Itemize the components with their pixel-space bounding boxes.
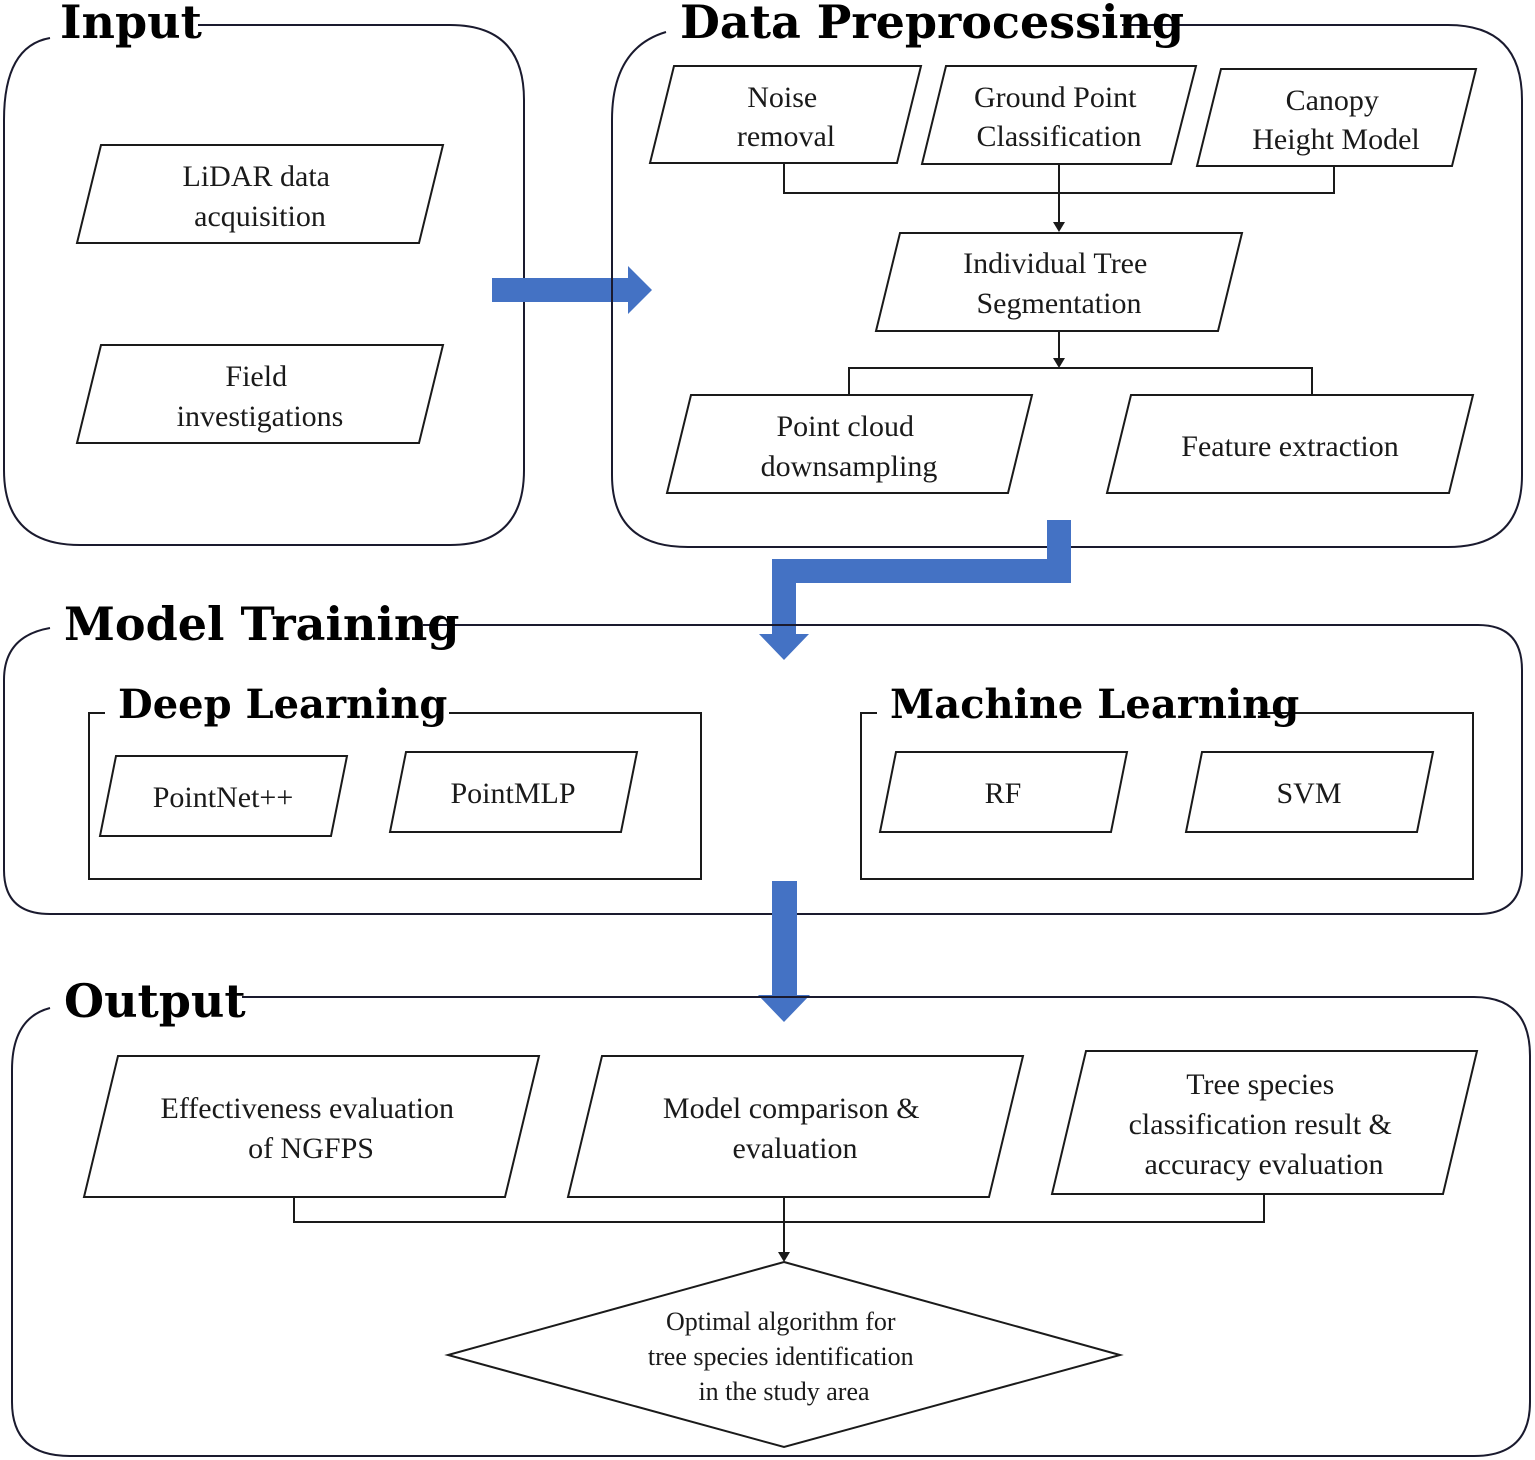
svg-text:Tree species classific: Tree species classification result & acc… [1129,1068,1400,1181]
canopy-line-2: Height Model [1252,123,1419,156]
to-segmentation-arrowhead [1053,222,1065,232]
training-title: Model Training [64,597,459,651]
svg-text:Ground Point Classific: Ground Point Classification [974,81,1144,153]
noise-line-2: removal [737,120,835,153]
segmentation-box: Individual Tree Segmentation [874,232,1244,332]
pointnet-box: PointNet++ [98,755,349,837]
downsampling-line-2: downsampling [761,450,938,483]
output-row-connector [293,1194,1265,1223]
svg-text:Optimal algorithm for: Optimal algorithm for tree species ident… [648,1307,920,1406]
from-segmentation-arrowhead [1053,358,1065,368]
species-result-box: Tree species classification result & acc… [1050,1050,1479,1195]
lidar-line-1: LiDAR data [183,160,330,193]
svg-text:Effectiveness evaluation: Effectiveness evaluation of NGFPS [161,1092,462,1165]
bottom-row-connector [848,367,1313,395]
canopy-height-box: Canopy Height Model [1195,68,1478,167]
svg-text:Field investigations: Field investigations [177,360,344,433]
svm-label: SVM [1276,777,1341,810]
feature-extraction-box: Feature extraction [1105,394,1475,494]
input-to-preprocessing-arrow [492,266,652,314]
svg-text:LiDAR data acquisition: LiDAR data acquisition [183,160,338,233]
training-to-output-arrow [758,881,810,1022]
preprocessing-to-training-arrow [759,520,1071,660]
training-section: Model Training Deep Learning PointNet++ … [3,597,1523,915]
canopy-line-1: Canopy [1286,84,1379,117]
comparison-line-1: Model comparison & [663,1092,920,1125]
optimal-line-1: Optimal algorithm for [666,1307,896,1336]
effectiveness-line-2: of NGFPS [248,1132,374,1165]
training-frame [3,624,1523,915]
ground-line-2: Classification [977,120,1142,153]
segmentation-line-2: Segmentation [977,287,1142,320]
species-line-2: classification result & [1129,1108,1392,1141]
pointnet-label: PointNet++ [153,781,294,814]
svg-text:Noise removal: Noise removal [737,81,835,153]
deep-learning-group: Deep Learning PointNet++ PointMLP [88,681,702,880]
input-title: Input [60,0,203,49]
model-comparison-box: Model comparison & evaluation [566,1055,1025,1198]
feature-extraction-label: Feature extraction [1181,430,1398,463]
optimal-line-2: tree species identification [648,1342,914,1371]
rf-label: RF [985,777,1022,810]
noise-removal-box: Noise removal [648,65,923,164]
output-title: Output [64,974,246,1028]
input-frame [3,24,525,546]
species-line-3: accuracy evaluation [1144,1148,1383,1181]
preprocessing-title: Data Preprocessing [680,0,1184,49]
segmentation-line-1: Individual Tree [963,247,1147,280]
svm-box: SVM [1184,751,1435,833]
optimal-algorithm-diamond: Optimal algorithm for tree species ident… [444,1260,1124,1449]
lidar-line-2: acquisition [194,200,326,233]
rf-box: RF [878,751,1129,833]
machine-learning-frame [860,712,1474,880]
preprocessing-section: Data Preprocessing Noise removal Ground … [611,0,1523,548]
field-box: Field investigations [75,344,445,444]
species-line-1: Tree species [1186,1068,1334,1101]
svg-text:Model comparison & eva: Model comparison & evaluation [663,1092,927,1165]
machine-learning-group: Machine Learning RF SVM [860,681,1474,880]
comparison-line-2: evaluation [733,1132,858,1165]
ground-line-1: Ground Point [974,81,1137,114]
field-line-2: investigations [177,400,344,433]
effectiveness-box: Effectiveness evaluation of NGFPS [82,1055,541,1198]
svg-text:Individual Tree Segmen: Individual Tree Segmentation [963,247,1155,320]
noise-line-1: Noise [747,81,817,114]
effectiveness-line-1: Effectiveness evaluation [161,1092,455,1125]
deep-learning-frame [88,712,702,880]
to-optimal-arrowhead [778,1252,790,1262]
preprocessing-frame [611,24,1523,548]
ground-point-box: Ground Point Classification [920,65,1198,165]
output-section: Output Effectiveness evaluation of NGFPS… [11,974,1531,1457]
downsampling-line-1: Point cloud [776,410,914,443]
field-line-1: Field [225,360,287,393]
output-frame [11,996,1531,1457]
input-section: Input LiDAR data acquisition Field inves… [3,0,525,546]
pointmlp-box: PointMLP [388,751,639,833]
pointmlp-label: PointMLP [450,777,575,810]
svg-text:Point cloud downsampli: Point cloud downsampling [761,410,938,483]
optimal-line-3: in the study area [698,1377,870,1406]
svg-text:Canopy Height Model: Canopy Height Model [1252,84,1419,156]
lidar-box: LiDAR data acquisition [75,144,445,244]
deep-learning-title: Deep Learning [118,681,447,728]
machine-learning-title: Machine Learning [890,681,1299,728]
downsampling-box: Point cloud downsampling [665,394,1034,494]
